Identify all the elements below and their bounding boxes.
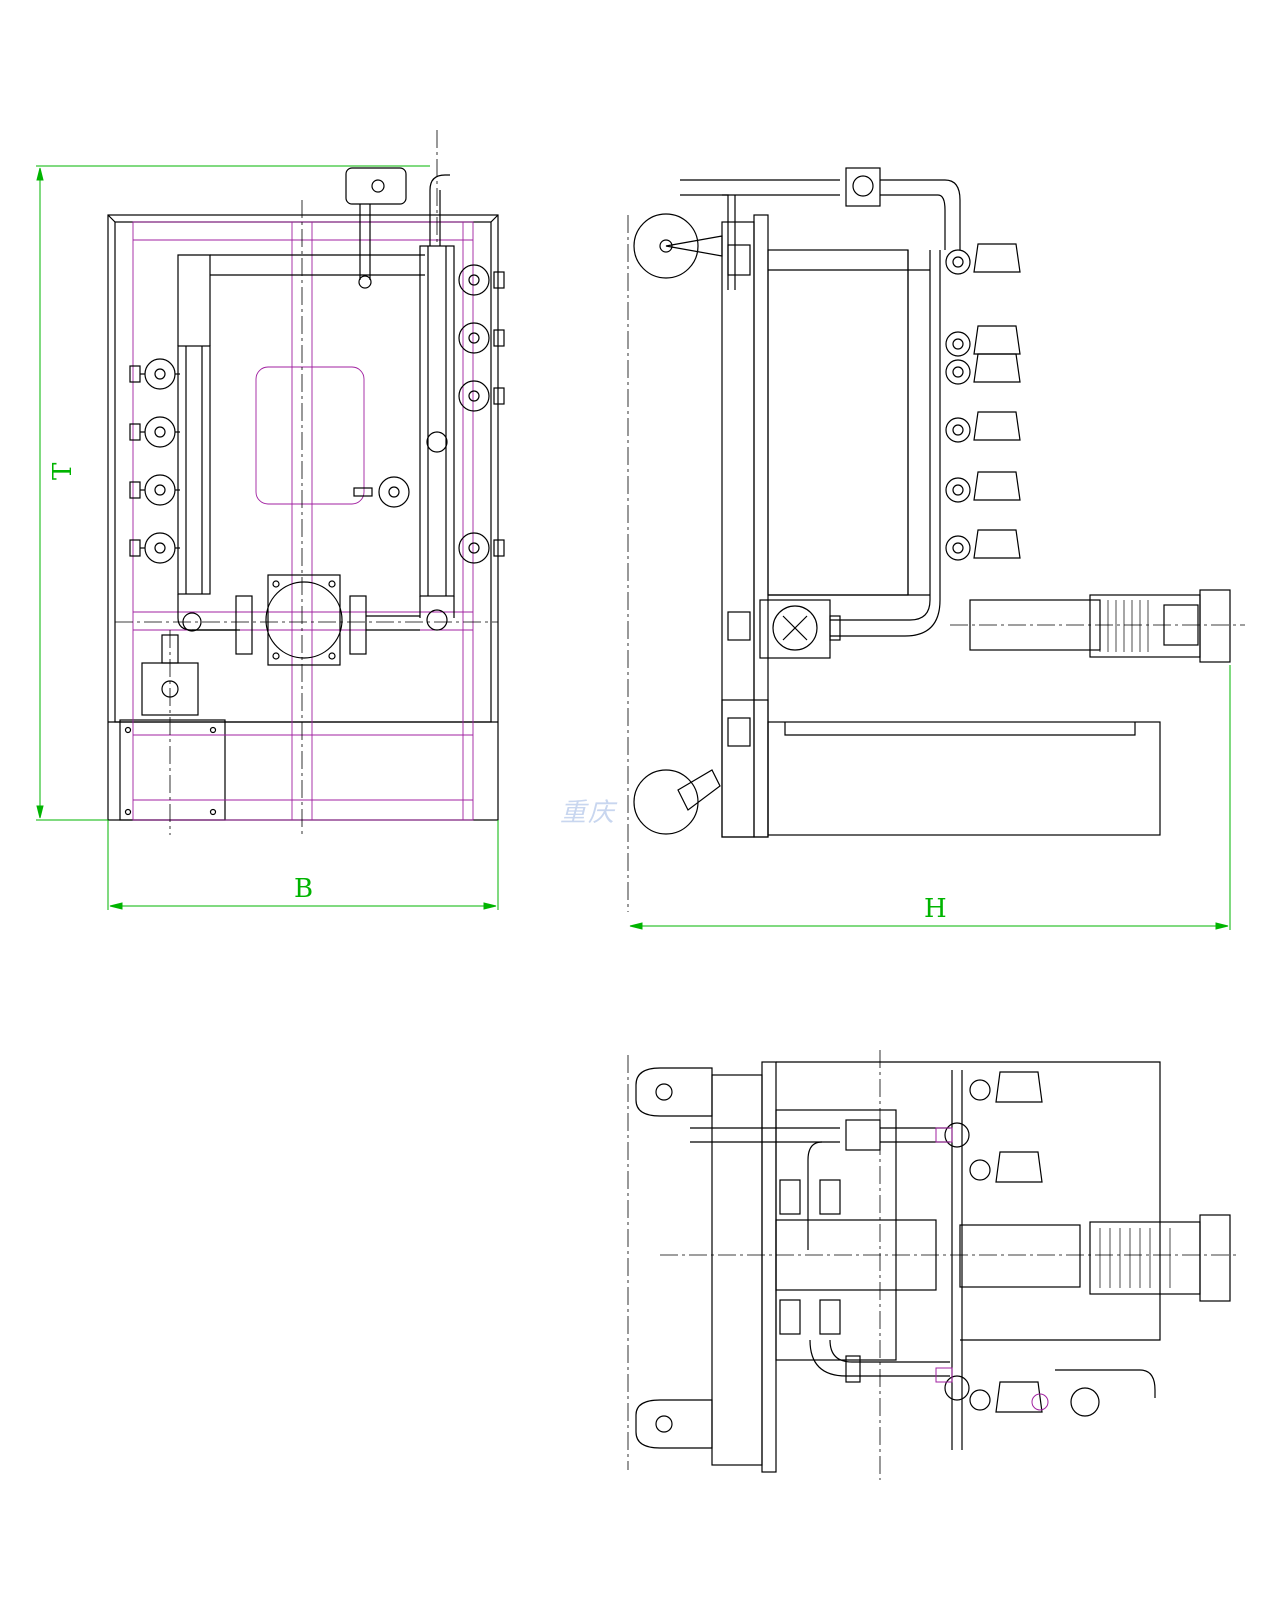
top-view bbox=[627, 1050, 1240, 1480]
dimension-lines bbox=[36, 165, 1231, 930]
dimension-label-h: H bbox=[924, 894, 947, 924]
dimension-label-b: B bbox=[294, 874, 314, 904]
side-view bbox=[627, 167, 1245, 912]
front-view bbox=[107, 130, 505, 835]
watermark-text: 重庆 bbox=[560, 798, 617, 828]
dimension-label-t: T bbox=[48, 462, 78, 480]
